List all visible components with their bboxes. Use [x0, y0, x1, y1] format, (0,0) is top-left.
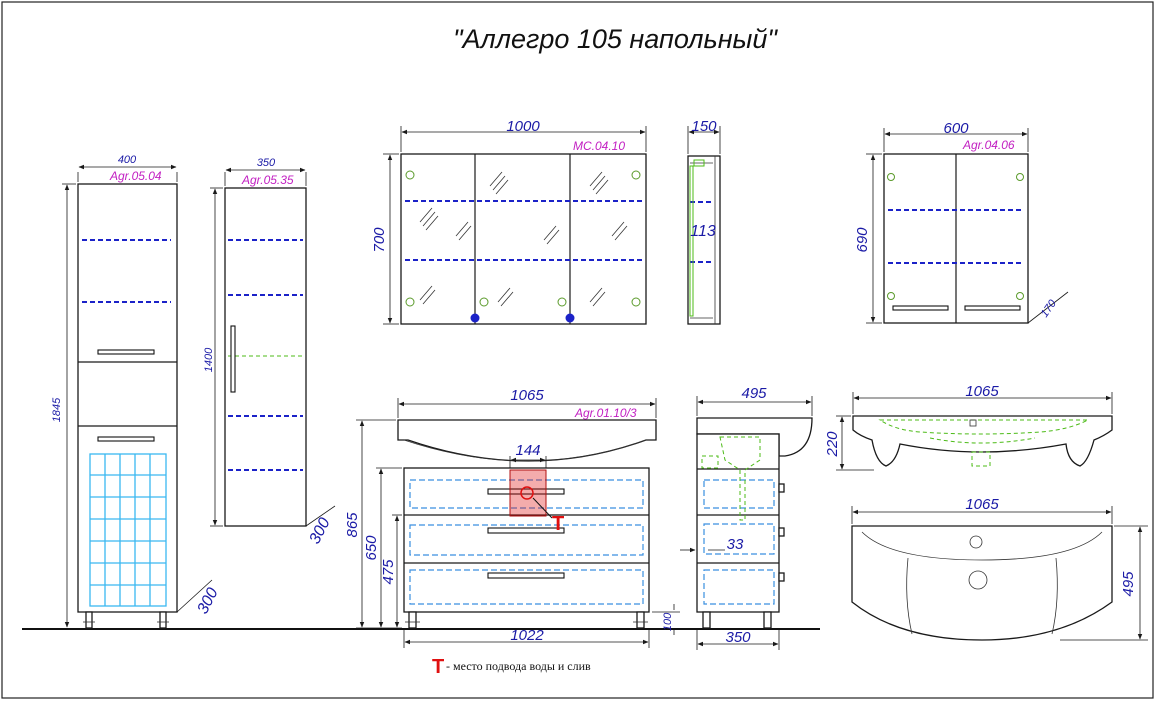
- basin-top-dimensions: [851, 506, 1148, 641]
- basin-top-width-label: 1065: [965, 496, 999, 513]
- drawing-title: "Аллегро 105 напольный": [453, 24, 778, 54]
- tall-height-label: 1845: [51, 397, 63, 422]
- tall-leg-label: 300: [194, 585, 221, 617]
- column-depth-label: 300: [306, 515, 333, 547]
- side-top-depth-label: 495: [741, 385, 767, 402]
- column-height-label: 1400: [203, 347, 215, 372]
- legend-text: - место подвода воды и слив: [446, 659, 591, 673]
- side-depth-label: 350: [725, 629, 751, 646]
- wall-column-dimensions: [210, 167, 336, 527]
- mirror-cabinet-dimensions: [383, 126, 647, 325]
- mirror-width-label: 1000: [506, 118, 540, 135]
- basin-front-dimensions: [836, 392, 1113, 471]
- tall-cabinet-article: Agr.05.04: [109, 169, 162, 183]
- tall-cabinet: [77, 183, 178, 629]
- basin-front-width-label: 1065: [965, 383, 999, 400]
- legend: T - место подвода воды и слив: [432, 656, 591, 678]
- vanity-article: Agr.01.10/3: [574, 406, 637, 420]
- mirror-cabinet-article: MC.04.10: [573, 139, 625, 153]
- vanity-front: T: [397, 419, 657, 629]
- vanity-top-width-label: 1065: [510, 387, 544, 404]
- wall-cabinet-dimensions: [866, 128, 1069, 324]
- tall-cabinet-dimensions: [62, 164, 213, 628]
- wall-column: [224, 187, 307, 527]
- side-inset-label: 33: [727, 536, 744, 553]
- mirror-cabinet: [400, 153, 647, 325]
- vanity-h2-label: 650: [363, 535, 380, 561]
- vanity-height-label: 865: [344, 512, 361, 538]
- mirror-side-dimensions: [687, 126, 721, 154]
- vanity-front-dimensions: [356, 398, 680, 648]
- wall-column-article: Agr.05.35: [241, 173, 294, 187]
- vanity-h3-label: 475: [380, 559, 397, 585]
- vanity-side: [696, 417, 813, 629]
- wall-cabinet: [883, 153, 1029, 324]
- vanity-width-label: 1022: [510, 627, 544, 644]
- tall-width-label: 400: [118, 154, 137, 166]
- wall-width-label: 600: [943, 120, 969, 137]
- water-point-marker: T: [552, 513, 564, 535]
- mirror-shelf-label: 113: [690, 223, 716, 240]
- vanity-leg-label: 100: [662, 612, 674, 631]
- mirror-cabinet-side: [687, 155, 721, 325]
- vanity-side-dimensions: [680, 396, 813, 650]
- column-width-label: 350: [257, 157, 276, 169]
- laundry-basket: [89, 453, 167, 607]
- mirror-depth-label: 150: [691, 118, 717, 135]
- basin-top: [851, 525, 1113, 641]
- wall-height-label: 690: [854, 227, 871, 253]
- basin-height-label: 220: [824, 431, 841, 458]
- basin-front: [852, 415, 1113, 467]
- wall-cabinet-article: Agr.04.06: [962, 138, 1015, 152]
- mirror-height-label: 700: [371, 227, 388, 253]
- wall-depth-label: 170: [1039, 297, 1060, 320]
- legend-symbol: T: [432, 656, 444, 678]
- basin-depth-label: 495: [1120, 571, 1137, 597]
- cutout-width-label: 144: [515, 442, 540, 459]
